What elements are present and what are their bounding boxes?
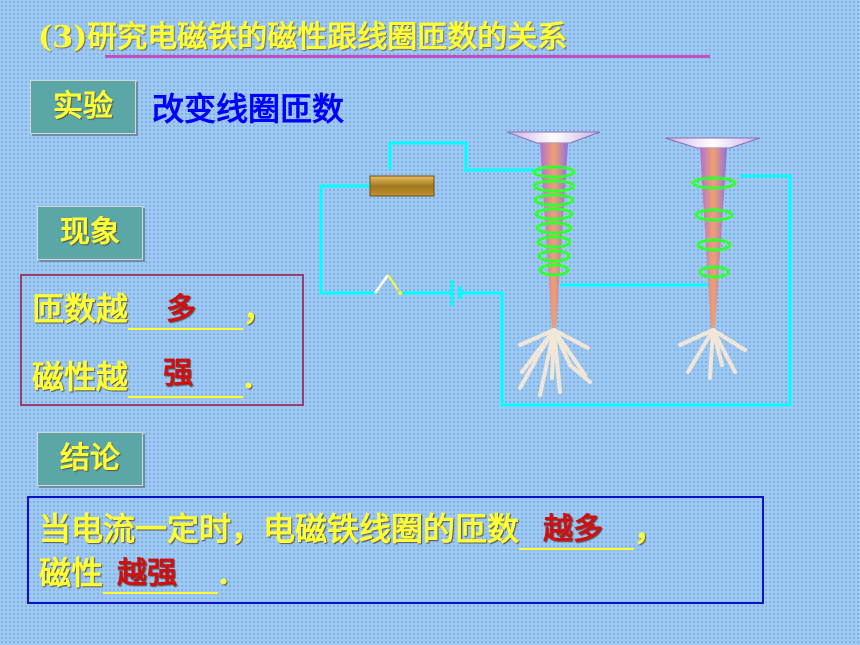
phenomenon-blank-1: 多 xyxy=(128,290,244,330)
phenomenon-box: 匝数越 多 ， 磁性越强 . xyxy=(20,274,304,406)
title-underline xyxy=(105,55,710,58)
circuit-wires xyxy=(319,141,792,407)
conclusion-line-2: 磁性越强 . xyxy=(39,548,229,594)
conclusion-line2-suffix: . xyxy=(218,554,230,592)
conclusion-answer-1: 越多 xyxy=(543,512,604,547)
conclusion-box: 当电流一定时，电磁铁线圈的匝数越多 ， 磁性越强 . xyxy=(27,496,764,604)
conclusion-blank-1: 越多 xyxy=(519,510,635,550)
electromagnet-many-turns xyxy=(506,131,601,330)
conclusion-line-1: 当电流一定时，电磁铁线圈的匝数越多 ， xyxy=(39,504,666,550)
phenomenon-line1-suffix: ， xyxy=(243,290,276,328)
phenomenon-line1-prefix: 匝数越 xyxy=(32,290,129,328)
experiment-label: 实验 xyxy=(30,80,136,134)
attracted-pins-few xyxy=(678,328,747,380)
page-title: (3)研究电磁铁的磁性跟线圈匝数的关系 xyxy=(38,20,568,55)
phenomenon-label: 现象 xyxy=(37,206,143,260)
conclusion-line1-suffix: ， xyxy=(634,510,667,548)
phenomenon-line-1: 匝数越 多 ， xyxy=(32,284,275,330)
experiment-description: 改变线圈匝数 xyxy=(152,90,345,128)
conclusion-blank-2: 越强 xyxy=(103,554,219,594)
phenomenon-line-2: 磁性越强 . xyxy=(32,352,254,398)
phenomenon-line2-suffix: . xyxy=(243,358,255,396)
conclusion-line1-prefix: 当电流一定时，电磁铁线圈的匝数 xyxy=(39,510,520,548)
rheostat xyxy=(369,175,435,197)
conclusion-line2-prefix: 磁性 xyxy=(39,554,104,592)
switch xyxy=(373,274,402,295)
battery xyxy=(450,280,462,306)
phenomenon-answer-1: 多 xyxy=(166,292,197,327)
conclusion-answer-2: 越强 xyxy=(117,556,178,591)
conclusion-label: 结论 xyxy=(37,432,143,486)
phenomenon-blank-2: 强 xyxy=(128,356,244,398)
phenomenon-line2-prefix: 磁性越 xyxy=(32,358,129,396)
electromagnet-few-turns xyxy=(664,137,761,330)
phenomenon-answer-2: 强 xyxy=(163,356,194,391)
attracted-pins-many xyxy=(518,328,592,397)
